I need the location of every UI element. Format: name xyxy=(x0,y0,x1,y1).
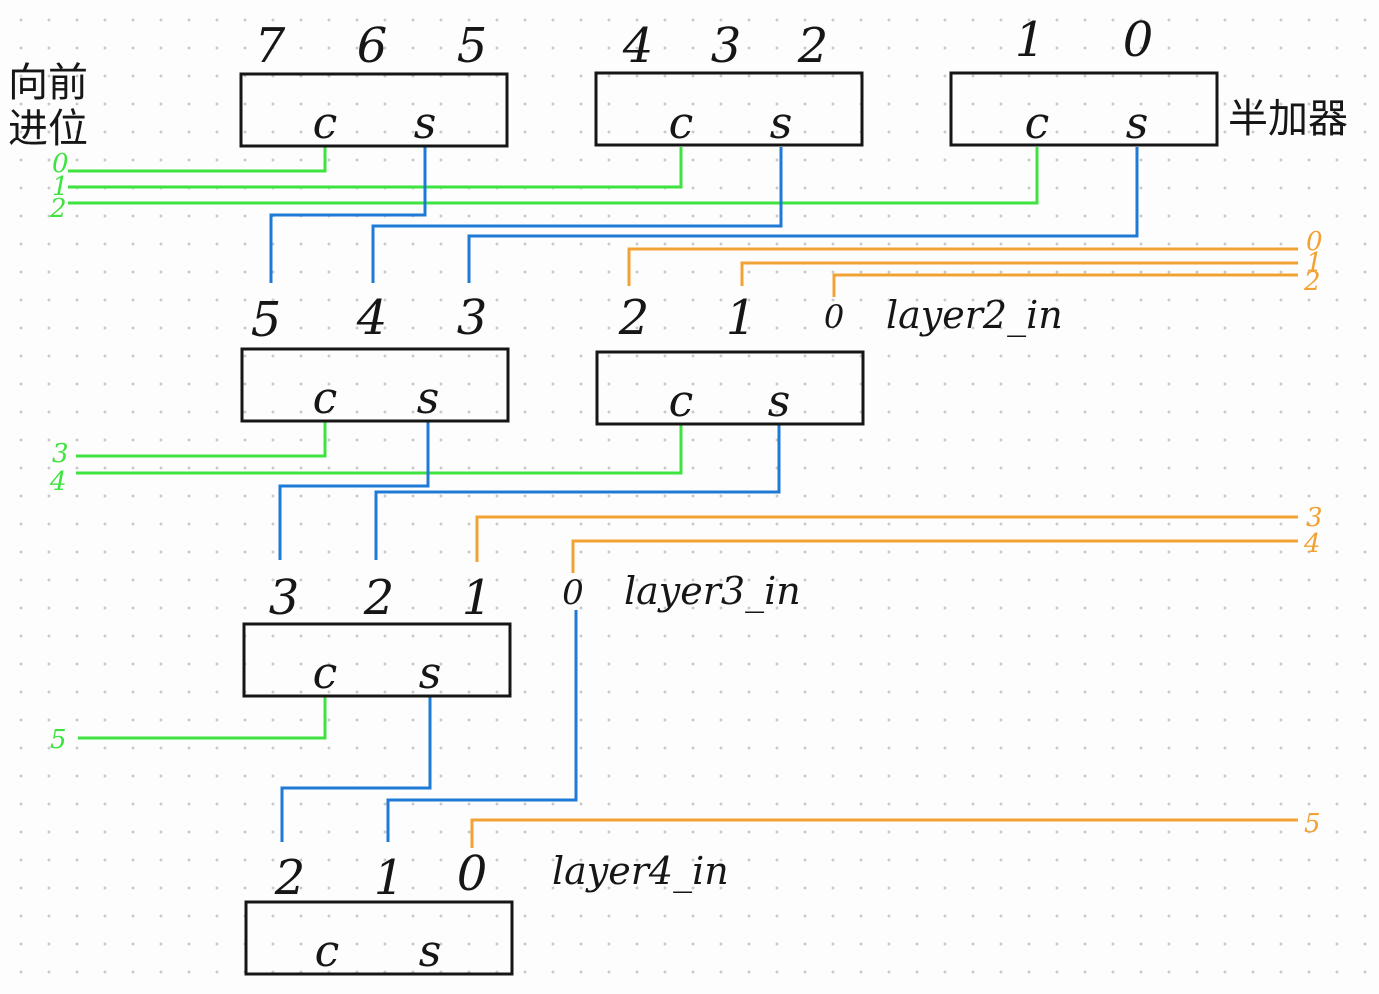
layer4-in-wire-5 xyxy=(470,818,1298,848)
layer3-in-label: layer3_in xyxy=(624,569,801,614)
input-digit: 1 xyxy=(726,290,757,346)
sum-output-label: s xyxy=(419,648,442,699)
layer2-adder-b: 2 1 0 c s xyxy=(595,290,865,427)
carry-output-label: c xyxy=(313,98,338,149)
sum-wire-l3-b xyxy=(386,610,578,842)
input-digit: 3 xyxy=(457,290,488,346)
sum-output-label: s xyxy=(419,926,442,977)
adder-box xyxy=(244,900,514,976)
sum-output-label: s xyxy=(770,98,793,149)
input-digit: 5 xyxy=(457,18,488,74)
adder-box xyxy=(949,71,1219,147)
input-digit: 2 xyxy=(618,290,650,346)
sum-wire-l2-b xyxy=(374,425,781,560)
sum-wire-top-b xyxy=(371,147,783,283)
layer3-in-index: 4 xyxy=(1303,529,1321,559)
layer3-in-index: 3 xyxy=(1306,503,1323,533)
carry-index: 4 xyxy=(49,467,67,497)
carry-wire-5 xyxy=(78,697,327,740)
sum-wire-top-a xyxy=(269,147,427,283)
adder-box xyxy=(239,72,509,148)
layer2-in-index: 1 xyxy=(1306,248,1323,278)
carry-output-label: c xyxy=(315,926,340,977)
input-digit: 4 xyxy=(356,290,388,346)
layer2-in-wire-1 xyxy=(740,261,1298,286)
input-digit: 5 xyxy=(251,292,282,348)
carry-wire-4 xyxy=(76,425,683,475)
input-digit: 0 xyxy=(824,298,844,336)
input-digit: 3 xyxy=(269,570,300,626)
sum-wire-l3-a xyxy=(280,697,432,842)
carry-wire-1 xyxy=(68,147,683,189)
carry-index: 0 xyxy=(52,149,69,179)
input-digit: 6 xyxy=(357,18,388,74)
input-digit: 1 xyxy=(462,570,493,626)
input-digit: 0 xyxy=(1123,12,1154,68)
input-digit: 2 xyxy=(274,850,306,906)
adder-box xyxy=(595,350,865,426)
adder-box xyxy=(240,347,510,423)
layer2-in-index: 2 xyxy=(1303,267,1321,297)
sum-wires xyxy=(269,147,1139,842)
layer3-in-wire-3 xyxy=(475,515,1298,562)
carry-output-label: c xyxy=(1025,98,1050,149)
adder-box xyxy=(594,71,864,147)
carry-index: 2 xyxy=(49,194,67,224)
carry-out-label: 向前 xyxy=(8,60,88,106)
carry-index: 3 xyxy=(52,439,69,469)
layer-input-wires xyxy=(470,247,1298,848)
layer3-in-wire-4 xyxy=(571,539,1298,573)
input-digit: 4 xyxy=(622,18,654,74)
carry-output-label: c xyxy=(669,98,694,149)
layer2-adder-a: 5 4 3 c s xyxy=(240,290,510,424)
sum-wire-top-c xyxy=(467,147,1139,283)
sum-output-label: s xyxy=(417,373,440,424)
carry-index: 1 xyxy=(52,172,69,202)
sum-wire-l2-a xyxy=(278,422,430,560)
carry-output-label: c xyxy=(669,376,694,427)
carry-out-label: 进位 xyxy=(8,106,88,152)
carry-output-label: c xyxy=(313,373,338,424)
layer2-in-label: layer2_in xyxy=(886,293,1063,338)
sum-output-label: s xyxy=(1126,98,1149,149)
top-adder-group-a: 7 6 5 c s xyxy=(239,18,509,149)
layer4-in-label: layer4_in xyxy=(552,849,729,894)
carry-wire-3 xyxy=(76,422,327,458)
sum-output-label: s xyxy=(768,376,791,427)
input-digit: 0 xyxy=(562,573,584,613)
input-digit: 7 xyxy=(255,18,286,74)
top-adder-group-b: 4 3 2 c s xyxy=(594,18,864,149)
input-digit: 0 xyxy=(457,846,488,902)
carry-output-label: c xyxy=(313,648,338,699)
layer2-in-index: 0 xyxy=(1306,227,1323,257)
input-digit: 2 xyxy=(363,570,395,626)
top-half-adder: 1 0 c s xyxy=(949,12,1219,149)
layer4-adder: 2 1 0 c s xyxy=(244,846,514,977)
input-digit: 3 xyxy=(711,18,742,74)
input-digit: 1 xyxy=(1015,12,1046,68)
layer2-in-wire-0 xyxy=(627,247,1298,286)
layer2-in-wire-2 xyxy=(832,273,1298,297)
layer4-in-index: 5 xyxy=(1304,809,1321,839)
layer3-adder: 3 2 1 c s xyxy=(242,570,512,699)
sum-output-label: s xyxy=(414,98,437,149)
half-adder-label: 半加器 xyxy=(1228,96,1348,142)
input-digit: 1 xyxy=(374,850,405,906)
adder-box xyxy=(242,622,512,698)
carry-index: 5 xyxy=(50,725,67,755)
carry-wire-0 xyxy=(68,147,327,173)
input-digit: 2 xyxy=(797,18,829,74)
carry-wire-2 xyxy=(68,147,1039,205)
carry-out-wires xyxy=(68,147,1039,740)
